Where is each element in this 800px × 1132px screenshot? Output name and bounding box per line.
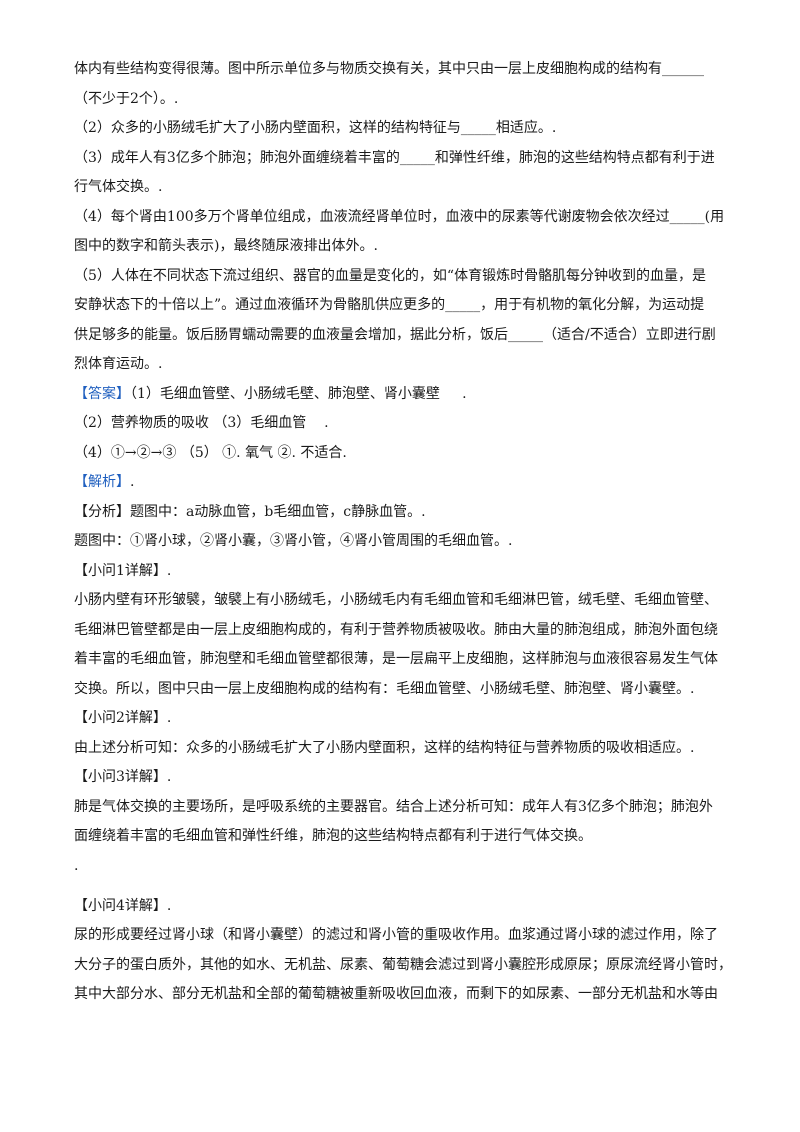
analysis-line: 交换。所以，图中只由一层上皮细胞构成的结构有：毛细血管壁、小肠绒毛壁、肺泡壁、肾… [74, 680, 695, 697]
analysis-line: 大分子的蛋白质外，其他的如水、无机盐、尿素、葡萄糖会滤过到肾小囊腔形成原尿；原尿… [74, 956, 730, 973]
analysis-line: 题图中：①肾小球，②肾小囊，③肾小管，④肾小管周围的毛细血管。. [74, 533, 513, 549]
analysis-line: 着丰富的毛细血管，肺泡壁和毛细血管壁都很薄，是一层扁平上皮细胞，这样肺泡与血液很… [74, 651, 718, 667]
analysis-line: 【小问3详解】. [74, 769, 172, 785]
question-line: （不少于2个）。. [74, 90, 179, 107]
question-line: 烈体育运动。. [74, 356, 163, 372]
analysis-line: 面缠绕着丰富的毛细血管和弹性纤维，肺泡的这些结构特点都有利于进行气体交换。 [74, 828, 592, 844]
question-line: 体内有些结构变得很薄。图中所示单位多与物质交换有关，其中只由一层上皮细胞构成的结… [74, 61, 704, 77]
answer-dot: . [462, 385, 467, 402]
answer-line: （4）①→②→③ （5） ①. 氧气 ②. 不适合. [74, 444, 730, 462]
question-line: （5）人体在不同状态下流过组织、器官的血量是变化的，如“体育锻炼时骨骼肌每分钟收… [74, 267, 707, 284]
answer-line: 【答案】（1）毛细血管壁、小肠绒毛壁、肺泡壁、肾小囊壁 . [74, 385, 730, 403]
analysis-line: 毛细淋巴管壁都是由一层上皮细胞构成的，有利于营养物质被吸收。肺由大量的肺泡组成，… [74, 621, 718, 638]
answer-dot: . [324, 415, 329, 431]
answer-text: （1）毛细血管壁、小肠绒毛壁、肺泡壁、肾小囊壁 [130, 385, 440, 402]
question-line: 行气体交换。. [74, 179, 163, 195]
analysis-line: 【分析】题图中：a动脉血管，b毛细血管，c静脉血管。. [74, 503, 426, 520]
analysis-line: 【小问2详解】. [74, 710, 172, 726]
question-line: 图中的数字和箭头表示)，最终随尿液排出体外。. [74, 238, 378, 254]
analysis-line: 【小问1详解】. [74, 562, 172, 579]
question-line: （3）成年人有3亿多个肺泡；肺泡外面缠绕着丰富的_____和弹性纤维，肺泡的这些… [74, 149, 715, 166]
analysis-line: 【小问4详解】. [74, 897, 172, 914]
question-line: 安静状态下的十倍以上”。通过血液循环为骨骼肌供应更多的_____，用于有机物的氧… [74, 297, 705, 313]
answer-text: （2）营养物质的吸收 （3）毛细血管 [74, 415, 307, 431]
question-line: （2）众多的小肠绒毛扩大了小肠内壁面积，这样的结构特征与_____相适应。. [74, 120, 557, 136]
analysis-line: 尿的形成要经过肾小球（和肾小囊壁）的滤过和肾小管的重吸收作用。血浆通过肾小球的滤… [74, 927, 718, 943]
analysis-line: 小肠内壁有环形皱襞，皱襞上有小肠绒毛，小肠绒毛内有毛细血管和毛细淋巴管，绒毛壁、… [74, 592, 718, 608]
analysis-label: 【解析】 [74, 474, 130, 490]
analysis-line: 其中大部分水、部分无机盐和全部的葡萄糖被重新吸收回血液，而剩下的如尿素、一部分无… [74, 986, 718, 1002]
answer-line: （2）营养物质的吸收 （3）毛细血管 . [74, 414, 730, 432]
analysis-line: 由上述分析可知：众多的小肠绒毛扩大了小肠内壁面积，这样的结构特征与营养物质的吸收… [74, 739, 695, 756]
analysis-dot: . [130, 474, 135, 490]
question-line: 供足够多的能量。饭后肠胃蠕动需要的血液量会增加，据此分析，饭后_____（适合/… [74, 326, 716, 343]
answer-label: 【答案】 [74, 385, 130, 402]
document-page: 体内有些结构变得很薄。图中所示单位多与物质交换有关，其中只由一层上皮细胞构成的结… [74, 60, 730, 1003]
analysis-line: 肺是气体交换的主要场所，是呼吸系统的主要器官。结合上述分析可知：成年人有3亿多个… [74, 798, 713, 815]
stray-dot: . [74, 857, 79, 874]
answer-text: （4）①→②→③ （5） ①. 氧气 ②. 不适合. [74, 444, 347, 461]
analysis-heading: 【解析】. [74, 473, 730, 491]
question-line: （4）每个肾由100多万个肾单位组成，血液流经肾单位时，血液中的尿素等代谢废物会… [74, 208, 725, 225]
